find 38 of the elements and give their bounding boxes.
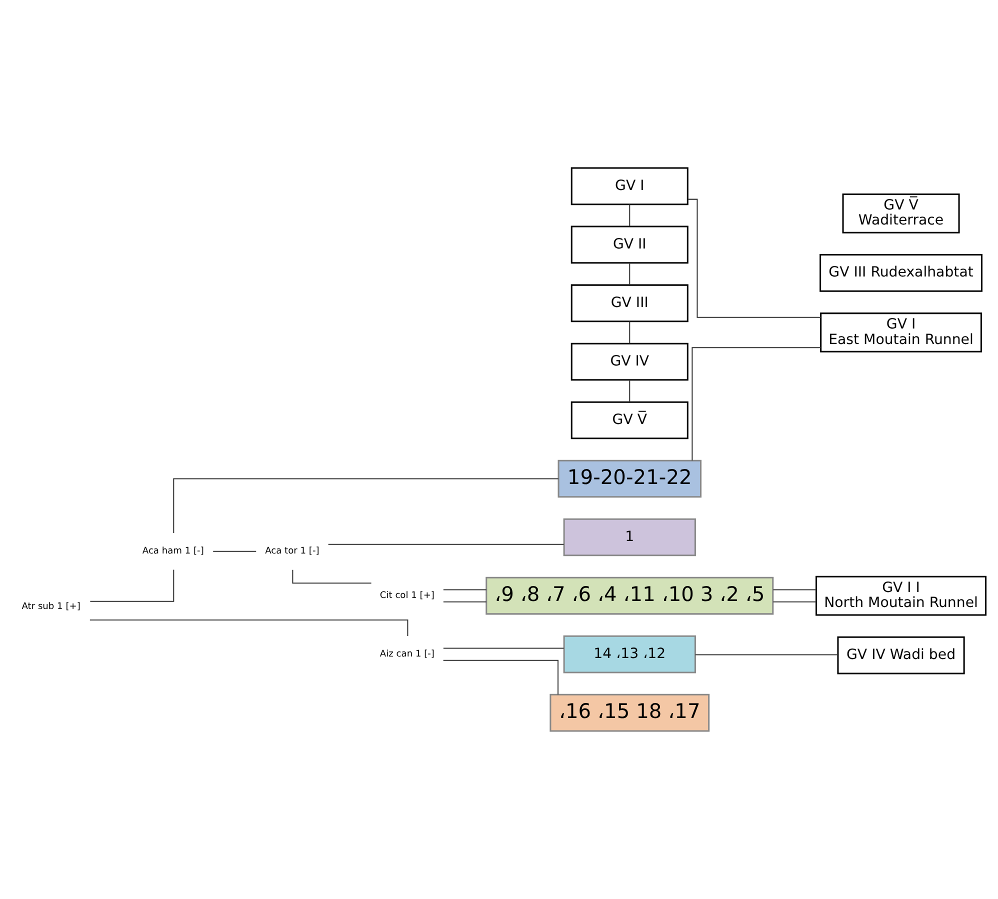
connector xyxy=(443,648,564,649)
connector xyxy=(629,204,630,226)
node-text: Cit col 1 [+] xyxy=(380,591,434,601)
connector xyxy=(90,620,408,636)
node-box: GV V̅ Waditerrace xyxy=(842,194,960,234)
connector xyxy=(773,601,816,602)
node-box: GV I East Moutain Runnel xyxy=(820,312,982,352)
connector xyxy=(443,589,486,590)
node-box: ،16 ،15 18 ،17 xyxy=(550,694,710,732)
connector xyxy=(629,380,630,402)
node-text: Aca ham 1 [-] xyxy=(142,546,204,557)
node-box: GV III xyxy=(570,284,688,322)
connector xyxy=(692,347,821,461)
node-text: Atr sub 1 [+] xyxy=(22,602,80,612)
connector xyxy=(328,544,564,545)
node-text: Aiz can 1 [-] xyxy=(380,650,434,660)
node-box: ،9 ،8 ،7 ،6 ،4 ،11 ،10 3 ،2 ،5 xyxy=(486,576,774,615)
connector xyxy=(173,478,558,534)
node-box: GV IV xyxy=(570,342,688,381)
node-box: GV I I North Moutain Runnel xyxy=(816,576,987,616)
node-box: 1 xyxy=(563,518,696,556)
node-text: Aca tor 1 [-] xyxy=(265,546,320,557)
connector xyxy=(629,262,630,285)
node-box: 19-20-21-22 xyxy=(558,460,702,498)
connector xyxy=(443,660,559,694)
node-box: GV III Rudexalhabtat xyxy=(820,254,982,292)
connector xyxy=(695,654,838,656)
connector xyxy=(213,550,256,552)
connector xyxy=(773,589,816,590)
node-box: GV V̅ xyxy=(570,401,688,440)
node-box: GV IV Wadi bed xyxy=(837,636,965,674)
node-box: GV II xyxy=(570,226,688,264)
connector xyxy=(688,198,821,318)
connector xyxy=(90,570,174,602)
node-box: 14 ،13 ،12 xyxy=(563,635,696,674)
connector xyxy=(443,601,486,602)
node-box: GV I xyxy=(570,167,688,206)
connector xyxy=(629,321,630,344)
